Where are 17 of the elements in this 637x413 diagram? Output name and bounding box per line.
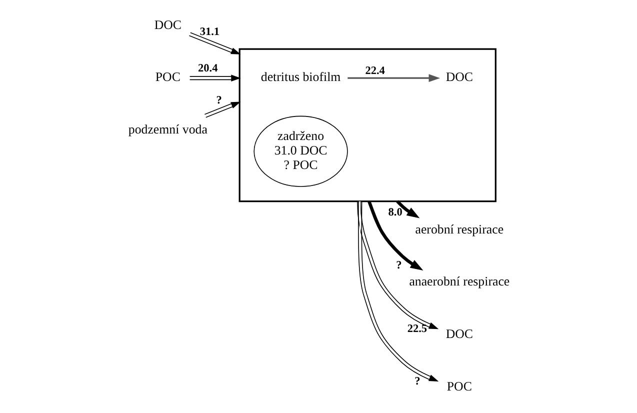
edge-label: 8.0 bbox=[388, 206, 402, 219]
edge-label: 31.1 bbox=[200, 26, 220, 38]
edge-label: 22.4 bbox=[365, 65, 385, 78]
edge-label: ? bbox=[396, 259, 402, 272]
edge-label: ? bbox=[414, 375, 420, 388]
edge-label: 22.5 bbox=[407, 323, 428, 336]
node-text: DOC bbox=[154, 18, 182, 32]
node-text: POC bbox=[155, 70, 180, 84]
node-text: anaerobní respirace bbox=[409, 274, 510, 289]
node-text: podzemní voda bbox=[128, 122, 208, 136]
node-text: detritus biofilm bbox=[260, 70, 341, 84]
edge-label: ? bbox=[216, 94, 222, 106]
node-text: aerobní respirace bbox=[415, 222, 504, 236]
node-text: DOC bbox=[446, 70, 474, 84]
node-text: POC bbox=[446, 379, 472, 394]
node-text: DOC bbox=[446, 326, 474, 341]
edge-label: 20.4 bbox=[198, 62, 218, 75]
